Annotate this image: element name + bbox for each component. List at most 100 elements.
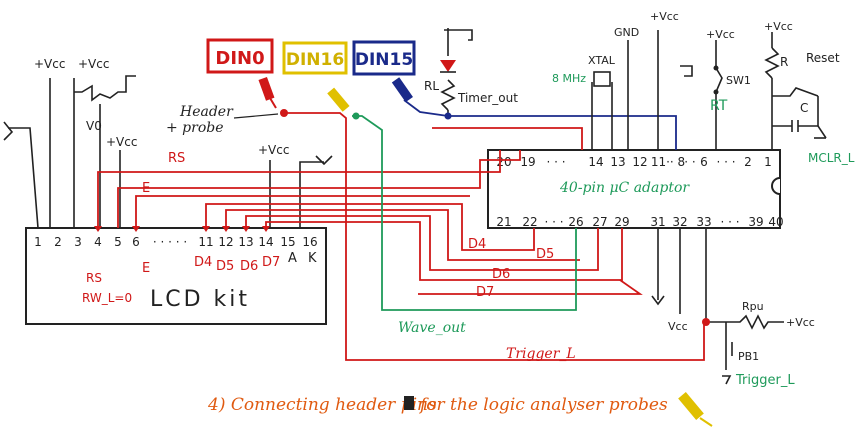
din15-label: DIN15 [355, 50, 413, 70]
vcc-label-5: +Vcc [650, 10, 679, 23]
mcu-bottom-pin-10: 39 [748, 215, 763, 229]
vcc-label-8: Vcc [668, 320, 688, 333]
mcu-title: 40-pin μC adaptor [559, 180, 690, 196]
vcc-label-6: +Vcc [706, 28, 735, 41]
lcd-pin-1: 2 [54, 235, 62, 249]
din15-label-box: DIN15 [352, 40, 416, 76]
lcd-d7-label: D7 [262, 255, 280, 270]
mcu-top-pin-7: · · [684, 155, 695, 169]
mcu-top-pin-2: · · · [546, 155, 565, 169]
lcd-pin-6: · · · · · [153, 235, 187, 249]
mcu-bottom-pin-3: 26 [568, 215, 583, 229]
signal-d4-label: D4 [468, 237, 486, 252]
signal-rs-label: RS [168, 151, 185, 166]
vo-label: V0 [86, 119, 102, 133]
trigger-l2-label: Trigger_L [735, 373, 795, 388]
lcd-k-label: K [308, 251, 317, 266]
lcd-pin-11: 15 [280, 235, 295, 249]
mcu-bottom-pin-7: 32 [672, 215, 687, 229]
mcu-bottom-pin-labels: 21 22 · · · 26 27 29 31 32 33 · · · 39 40 [496, 215, 783, 229]
vcc-label-2: +Vcc [78, 57, 109, 71]
blue-probe-icon [391, 77, 413, 103]
yellow-probe-caption-icon [678, 392, 713, 427]
lcd-d5-label: D5 [216, 259, 234, 274]
reset-label: Reset [806, 51, 840, 65]
header-probe-label-line1: Header [179, 104, 234, 120]
mcu-bottom-pin-2: · · · [544, 215, 563, 229]
mcu-bottom-pin-11: 40 [768, 215, 783, 229]
lcd-power-wiring [3, 75, 333, 229]
trigger-l-label: Trigger_L [506, 346, 576, 362]
gnd-label: GND [614, 26, 639, 39]
header-pin-icon [404, 396, 414, 410]
lcd-a-label: A [288, 251, 297, 266]
reset-circuit [764, 32, 827, 150]
caption-tail-text: for the logic analyser probes [418, 395, 668, 415]
lcd-pin-0: 1 [34, 235, 42, 249]
lcd-d4-label: D4 [194, 255, 212, 270]
lcd-pin-2: 3 [74, 235, 82, 249]
xtal-freq-label: 8 MHz [552, 72, 586, 85]
sw1-label: SW1 [726, 74, 751, 87]
lcd-rw-label: RW_L=0 [82, 291, 132, 305]
signal-d6-label: D6 [492, 267, 510, 282]
mcu-top-pin-9: · · · [716, 155, 735, 169]
lcd-rs-label: RS [86, 271, 102, 285]
lcd-pin-arrows [94, 226, 270, 232]
timer-out-circuit [440, 28, 473, 116]
mcu-top-pin-5: 12 [632, 155, 647, 169]
mcu-top-pin-11: 1 [764, 155, 772, 169]
mcu-bottom-pin-0: 21 [496, 215, 511, 229]
mcu-top-pin-8: 6 [700, 155, 708, 169]
pb1-label: PB1 [738, 350, 759, 363]
lcd-pin-10: 14 [258, 235, 273, 249]
mcu-bottom-pin-5: 29 [614, 215, 629, 229]
xtal-circuit [591, 30, 659, 150]
lcd-pin-5: 6 [132, 235, 140, 249]
mcu-top-pin-10: 2 [744, 155, 752, 169]
mcu-bottom-pin-8: 33 [696, 215, 711, 229]
c-label: C [800, 101, 808, 115]
caption-text: 4) Connecting header pins [207, 395, 437, 415]
red-signal-wires [97, 112, 705, 361]
lcd-d6-label: D6 [240, 259, 258, 274]
din16-label-box: DIN16 [282, 41, 348, 75]
sw1-circuit [680, 40, 723, 150]
mcu-top-pin-4: 13 [610, 155, 625, 169]
lcd-e-label: E [142, 261, 150, 276]
header-probe-label-line2: + probe [166, 120, 224, 136]
vcc-label-9: +Vcc [786, 316, 815, 329]
din0-label: DIN0 [215, 48, 264, 69]
bottom-right-circuit [651, 228, 784, 385]
signal-d7-label: D7 [476, 285, 494, 300]
yellow-probe-icon [327, 87, 350, 112]
signal-e-label: E [142, 181, 150, 196]
din16-label: DIN16 [286, 50, 344, 70]
signal-d5-label: D5 [536, 247, 554, 262]
mcu-top-pin-3: 14 [588, 155, 603, 169]
lcd-pin-12: 16 [302, 235, 317, 249]
vcc-label-1: +Vcc [34, 57, 65, 71]
rpu-label: Rpu [742, 300, 764, 313]
mcu-top-pin-6: 11·· 8 [651, 155, 685, 169]
lcd-pin-8: 12 [218, 235, 233, 249]
vcc-label-7: +Vcc [764, 20, 793, 33]
mcu-bottom-pin-1: 22 [522, 215, 537, 229]
vcc-label-3: +Vcc [106, 135, 137, 149]
wave-out-label: Wave_out [398, 320, 466, 336]
mcu-bottom-pin-6: 31 [650, 215, 665, 229]
lcd-pin-9: 13 [238, 235, 253, 249]
rl-label: RL [424, 79, 439, 93]
mcu-bottom-pin-4: 27 [592, 215, 607, 229]
lcd-pin-3: 4 [94, 235, 102, 249]
red-probe-icon [258, 76, 277, 109]
mcu-top-pin-1: 19 [520, 155, 535, 169]
wave-out-wire [352, 115, 577, 311]
mcu-bottom-pin-9: · · · [720, 215, 739, 229]
mclr-label: MCLR_L [808, 151, 855, 165]
lcd-pin-4: 5 [114, 235, 122, 249]
